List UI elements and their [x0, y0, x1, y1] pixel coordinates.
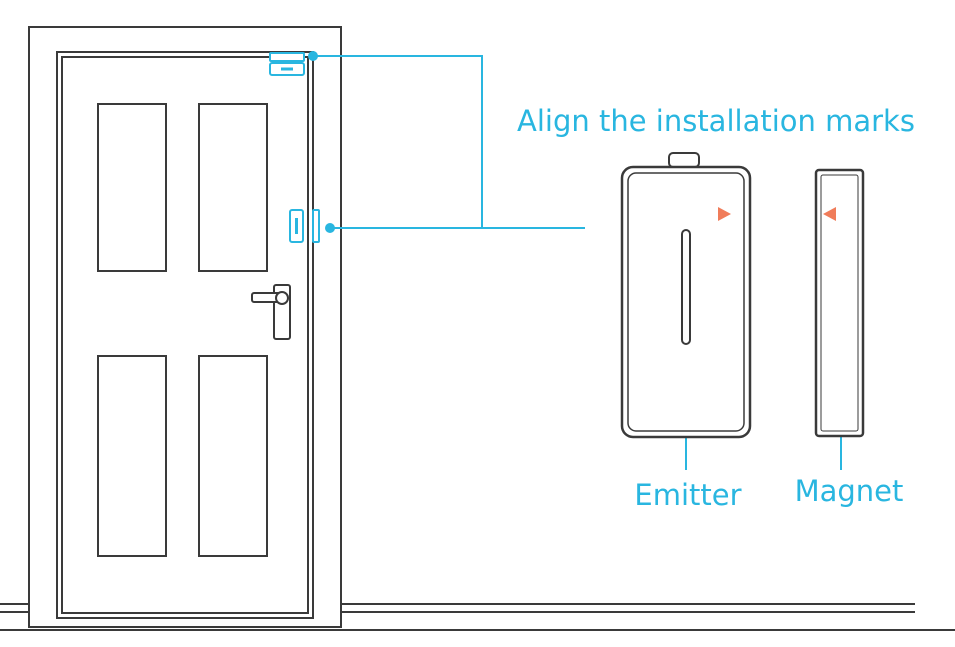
door-leaf: [56, 51, 314, 619]
magnet-label: Magnet: [795, 474, 904, 508]
door-frame: [28, 26, 342, 628]
door-panel-top-left: [97, 103, 167, 272]
door-handle-icon: [251, 284, 291, 340]
triangle-marker-icon: [823, 207, 836, 221]
side-sensor-icon: [289, 209, 320, 243]
door-panel-top-right: [198, 103, 268, 272]
emitter-device-icon: [620, 152, 752, 439]
heading-label: Align the installation marks: [517, 104, 915, 138]
emitter-label: Emitter: [634, 478, 741, 512]
door-leaf-inner: [61, 56, 309, 614]
door-icon: [28, 26, 342, 628]
door-panel-bottom-right: [198, 355, 268, 557]
top-sensor-icon: [269, 52, 305, 76]
door-panel-bottom-left: [97, 355, 167, 557]
magnet-device-icon: [814, 168, 865, 438]
triangle-marker-icon: [718, 207, 731, 221]
